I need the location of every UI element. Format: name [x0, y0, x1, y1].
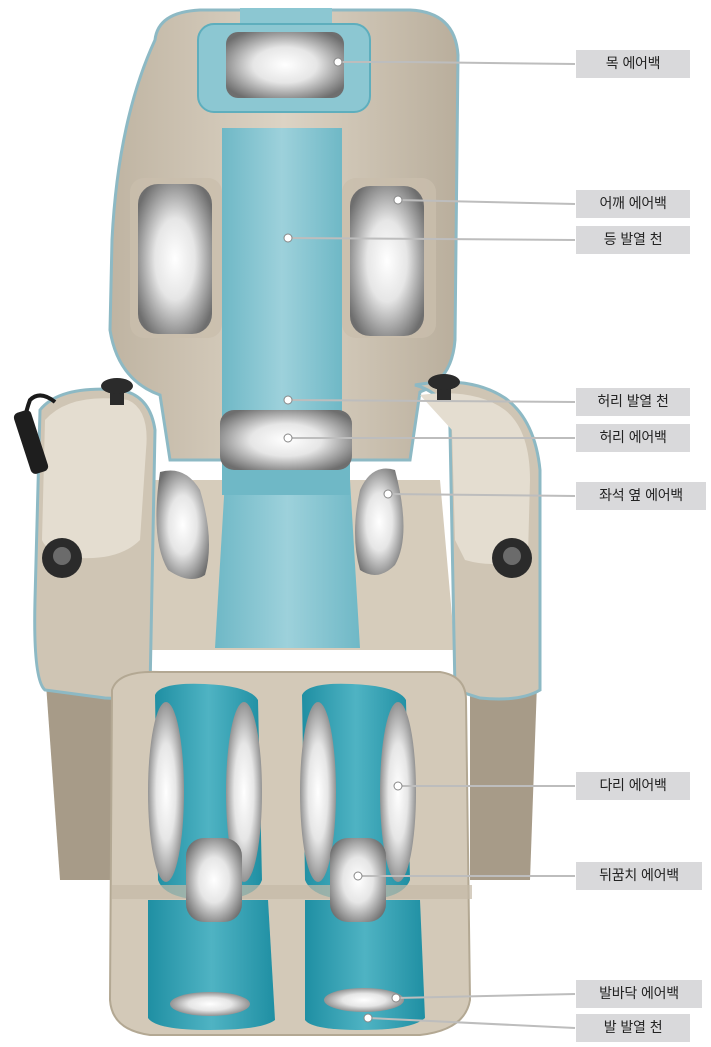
left-shoulder-airbag — [138, 184, 212, 334]
neck-airbag — [226, 32, 344, 98]
right-shoulder-airbag — [350, 186, 424, 336]
left-heel-airbag — [186, 838, 242, 922]
seat-side-airbag-label: 좌석 옆 에어백 — [576, 482, 706, 510]
sole-airbag-label: 발바닥 에어백 — [576, 980, 702, 1008]
left-leg-airbag-outer — [148, 702, 184, 882]
left-armrest-top — [42, 398, 147, 558]
waist-airbag-label: 허리 에어백 — [576, 424, 690, 452]
heel-airbag-label: 뒤꿈치 에어백 — [576, 862, 702, 890]
seat-teal — [215, 480, 360, 648]
shoulder-airbag-label: 어깨 에어백 — [576, 190, 690, 218]
back-heating-label: 등 발열 천 — [576, 226, 690, 254]
leg-airbag-label: 다리 에어백 — [576, 772, 690, 800]
back-heating-fabric — [222, 128, 342, 428]
waist-heating-label: 허리 발열 천 — [576, 388, 690, 416]
left-sole-airbag — [170, 992, 250, 1016]
neck-airbag-label: 목 에어백 — [576, 50, 690, 78]
foot-heating-label: 발 발열 천 — [576, 1014, 690, 1042]
